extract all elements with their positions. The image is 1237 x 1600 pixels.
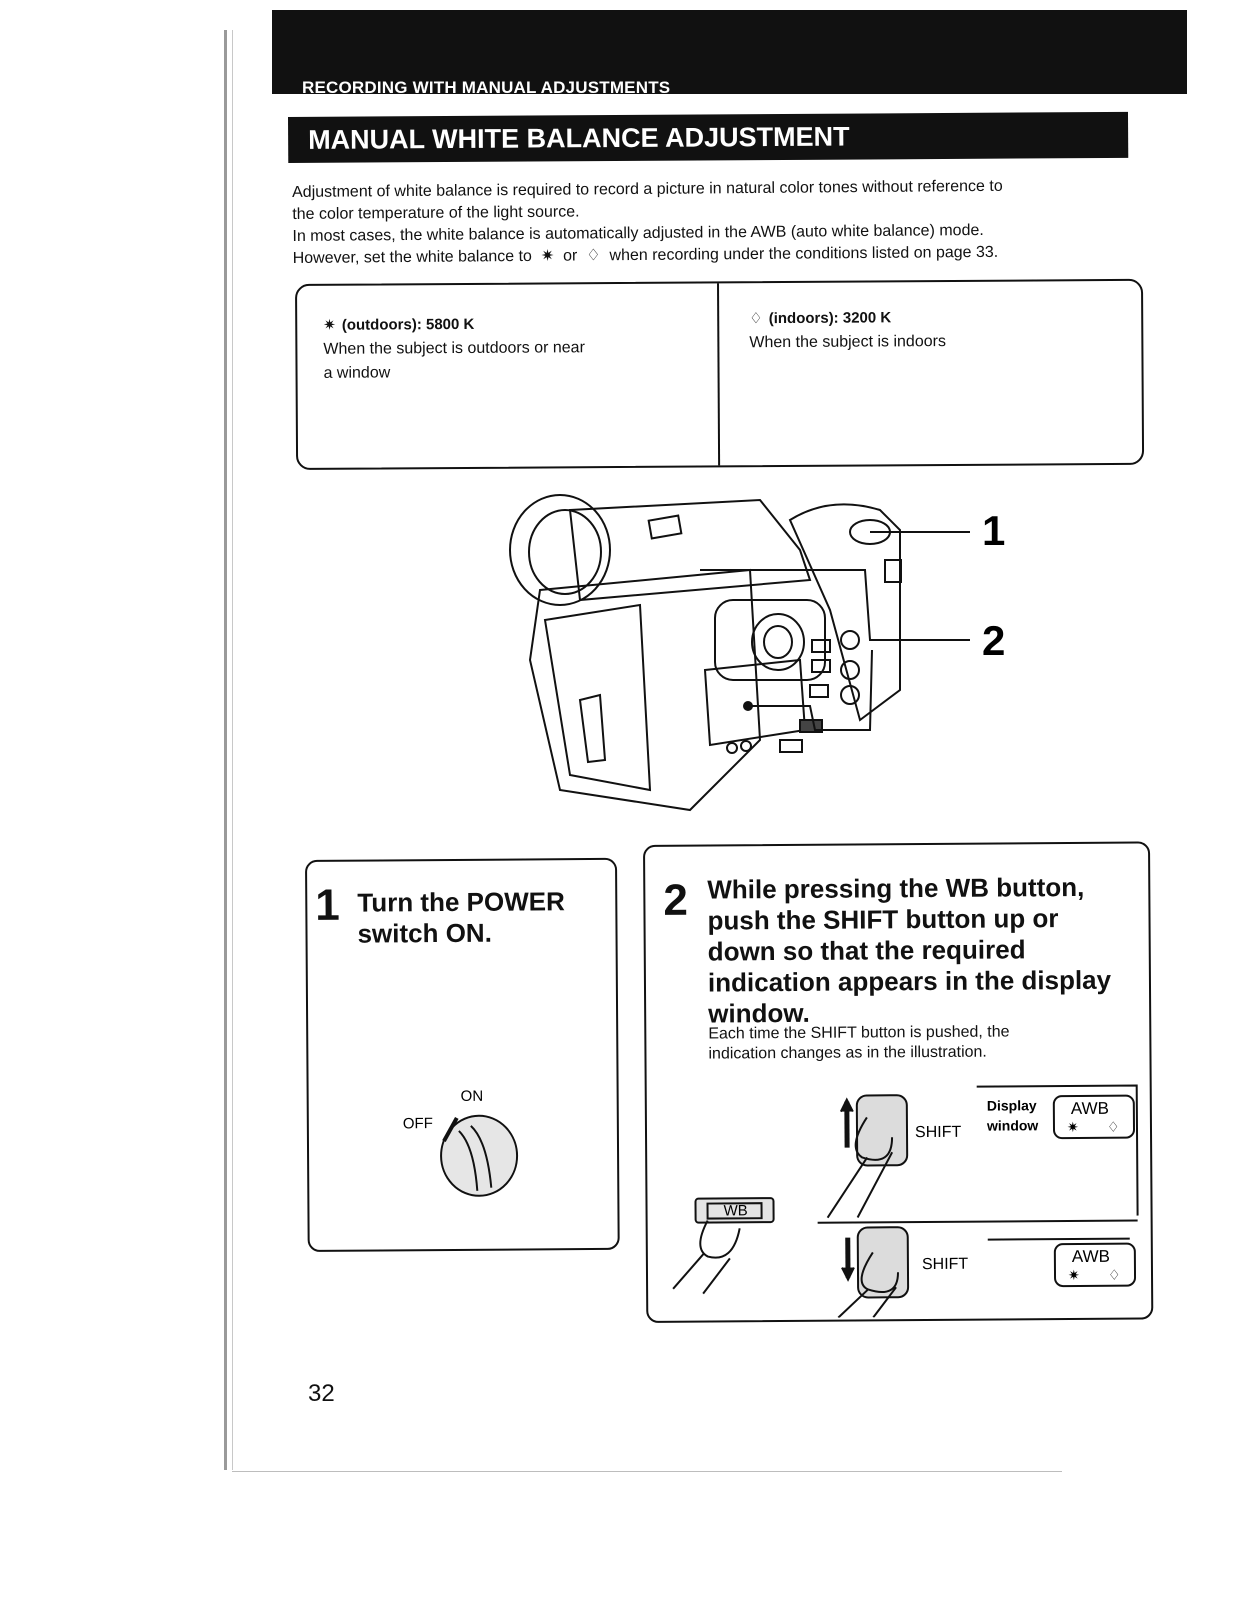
step-2-title-line-3: down so that the required — [707, 934, 1026, 967]
step-2-box: 2 While pressing the WB button, push the… — [643, 841, 1154, 1323]
step-1-title-line-2: switch ON. — [357, 917, 492, 949]
awb-label-2: AWB — [1072, 1247, 1110, 1266]
intro-line-4b: when recording under the conditions list… — [609, 243, 999, 265]
header-bar — [272, 10, 1187, 94]
step-2-title-line-2: push the SHIFT button up or — [707, 903, 1059, 936]
bottom-rule — [232, 1471, 1062, 1472]
intro-or: or — [563, 247, 578, 265]
shift-label-down: SHIFT — [922, 1256, 969, 1273]
page-title: MANUAL WHITE BALANCE ADJUSTMENT — [288, 111, 1129, 163]
intro-line-4a: However, set the white balance to — [292, 247, 532, 267]
step-2-title-line-1: While pressing the WB button, — [707, 871, 1085, 905]
shift-button-up — [855, 1094, 909, 1167]
display-label-1: Display — [987, 1097, 1037, 1113]
display-window-1 — [1052, 1094, 1135, 1140]
indoor-desc-1: When the subject is indoors — [749, 333, 946, 352]
awb-label-1: AWB — [1071, 1099, 1109, 1118]
callout-line-2 — [700, 569, 970, 641]
indoor-mode: ♢ (indoors): 3200 K When the subject is i… — [749, 306, 946, 355]
bulb-icon: ♢ — [1108, 1267, 1121, 1283]
intro-paragraph: Adjustment of white balance is required … — [292, 175, 1133, 270]
wb-label: WB — [723, 1202, 747, 1219]
step-1-box: 1 Turn the POWER switch ON. ON OFF — [305, 857, 620, 1252]
sun-icon: ✷ — [1067, 1119, 1079, 1135]
bulb-icon: ♢ — [1107, 1119, 1120, 1135]
page-number: 32 — [308, 1380, 335, 1407]
power-switch-illustration: ON OFF — [403, 1088, 519, 1197]
color-temperature-box: ✷ (outdoors): 5800 K When the subject is … — [295, 278, 1145, 470]
power-dial — [440, 1114, 519, 1197]
hand-grip — [788, 503, 901, 722]
outdoor-desc-1: When the subject is outdoors or near — [323, 339, 585, 358]
bulb-icon: ♢ — [749, 310, 763, 328]
temp-divider — [717, 283, 721, 466]
outdoor-mode: ✷ (outdoors): 5800 K When the subject is … — [323, 312, 585, 386]
on-label: ON — [461, 1088, 484, 1105]
section-label: RECORDING WITH MANUAL ADJUSTMENTS — [302, 78, 671, 97]
step-2-note: Each time the SHIFT button is pushed, th… — [708, 1022, 1009, 1064]
bulb-icon: ♢ — [581, 247, 606, 265]
outdoor-heading: (outdoors): 5800 K — [341, 315, 475, 334]
step-2-number: 2 — [663, 875, 689, 925]
outdoor-desc-2: a window — [323, 364, 391, 382]
step-1-number: 1 — [315, 880, 340, 930]
camcorder-illustration: 1 2 — [509, 494, 1005, 812]
camera-body-top — [568, 498, 812, 602]
lens — [509, 494, 611, 606]
indoor-heading: (indoors): 3200 K — [768, 309, 892, 328]
cassette-door — [543, 603, 652, 792]
display-label-2: window — [986, 1117, 1039, 1133]
step-1-title-line-1: Turn the POWER — [357, 886, 565, 918]
step-2-note-line-1: Each time the SHIFT button is pushed, th… — [708, 1023, 1010, 1043]
shift-label-up: SHIFT — [915, 1124, 962, 1141]
callout-2: 2 — [982, 617, 1005, 664]
binding-edge-inner — [232, 30, 233, 1470]
sun-icon: ✷ — [536, 247, 559, 265]
step-1-title: Turn the POWER switch ON. — [357, 886, 565, 949]
display-window-2 — [1053, 1242, 1137, 1288]
shift-button-illustration: SHIFT SHIFT WB Display window AWB AWB ✷ … — [672, 1084, 1139, 1319]
step-2-title-line-4: indication appears in the display — [707, 964, 1112, 998]
callout-1: 1 — [982, 507, 1005, 554]
switch-lever — [442, 1116, 459, 1143]
sun-icon: ✷ — [323, 316, 336, 334]
off-label: OFF — [403, 1115, 433, 1132]
sun-icon: ✷ — [1068, 1267, 1080, 1283]
display-panel — [703, 658, 807, 747]
step-2-note-line-2: indication changes as in the illustratio… — [708, 1043, 987, 1063]
step-2-title: While pressing the WB button, push the S… — [707, 872, 1111, 1030]
binding-edge — [224, 30, 227, 1470]
shift-button-down — [856, 1226, 910, 1299]
